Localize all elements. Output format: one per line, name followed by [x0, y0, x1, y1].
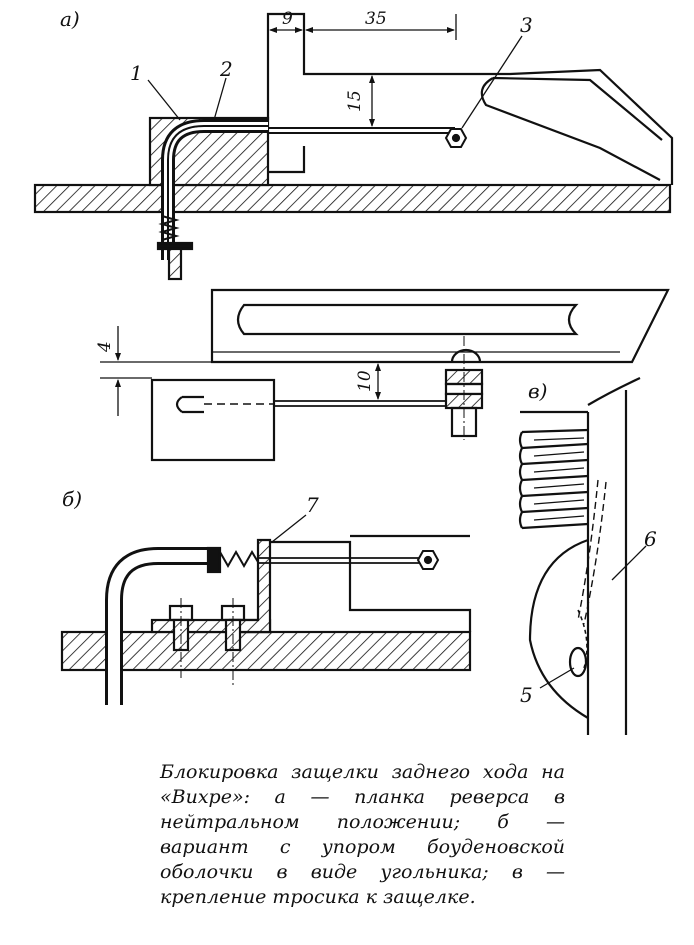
dimension-9: 9	[282, 9, 293, 29]
spring-b	[219, 549, 259, 569]
part-number-5: 5	[520, 683, 533, 707]
panel-label-b: б)	[62, 487, 82, 511]
base-plate-a	[33, 183, 672, 214]
block-top-view	[150, 378, 276, 462]
part-number-7: 7	[306, 493, 319, 517]
dimension-4: 4	[95, 341, 115, 353]
figure-caption: Блокировка защелки заднего хода на «Вихр…	[160, 761, 565, 908]
panel-label-v: в)	[528, 379, 547, 403]
panel-b-drawing	[60, 514, 472, 705]
dimension-35: 35	[365, 9, 387, 29]
panel-a-drawing	[33, 12, 674, 281]
reverse-plate-top	[210, 288, 670, 364]
middle-top-view	[100, 288, 670, 462]
spring-a	[158, 215, 180, 241]
coil-spring-v	[518, 428, 589, 530]
part-number-3: 3	[520, 13, 533, 37]
base-plate-b	[60, 630, 472, 672]
dimension-15: 15	[345, 90, 365, 112]
dimension-10: 10	[355, 370, 375, 392]
panel-label-a: а)	[60, 7, 80, 31]
screw-end-a	[167, 247, 183, 281]
part-number-1: 1	[130, 61, 143, 85]
latch-body	[528, 538, 589, 719]
part-number-6: 6	[644, 527, 657, 551]
panel-v-drawing	[518, 377, 647, 735]
part-number-2: 2	[219, 57, 233, 81]
